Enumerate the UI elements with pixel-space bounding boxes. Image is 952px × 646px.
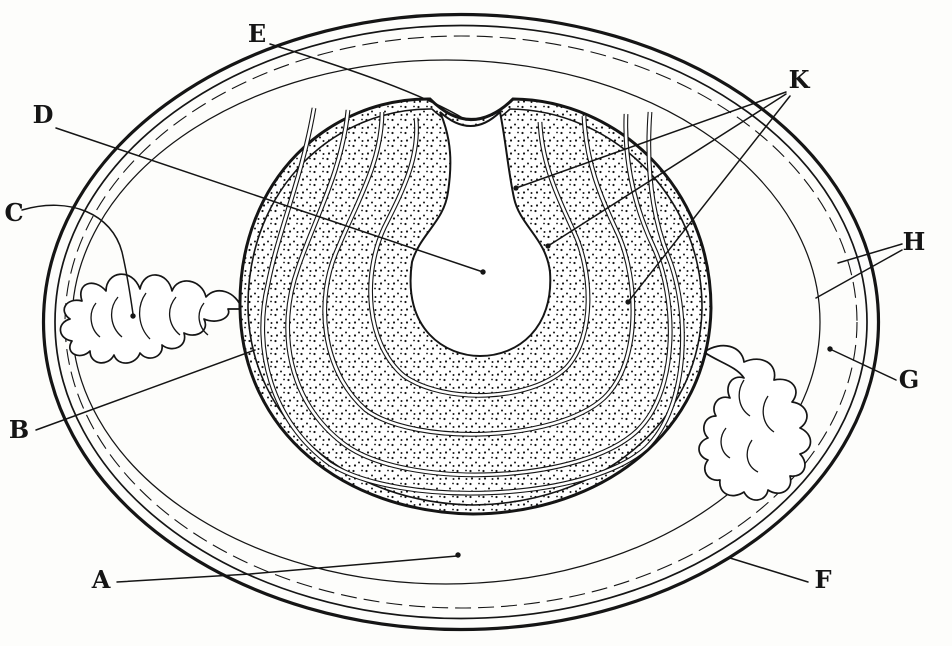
label-A: A [91,565,111,594]
chalaza-left-body [59,273,243,364]
label-H: H [903,227,926,256]
label-B: B [9,415,29,444]
chalaza-right-body [698,344,812,501]
leader-K1 [515,91,787,189]
leader-K3 [627,95,791,303]
leader-H1 [837,243,903,264]
chalaza-left [59,273,243,364]
label-G: G [899,365,920,394]
label-K: K [789,65,811,94]
chalaza-left-twists [90,292,209,340]
pointer-dot-D [480,269,486,275]
pointer-dot-C [130,313,136,319]
leader-F [729,557,809,583]
leader-D [55,127,484,273]
leader-E [269,43,467,121]
leader-B [35,349,256,431]
egg-shell [41,12,881,632]
pointer-dot-A [455,552,461,558]
vitelline-membrane-inner [247,108,703,506]
leader-H2 [815,249,903,299]
chalaza-right [698,344,812,501]
latebra [409,110,552,358]
chalaza-right-twists [720,379,775,473]
leader-lines [21,43,903,583]
label-D: D [33,100,54,129]
outer-shell-membrane-line [64,35,858,609]
labels: E K D C H G B A F [4,19,925,594]
label-E: E [248,19,266,48]
leader-C [21,204,134,315]
shell-outer-line [41,12,881,632]
pointer-dot-K1 [513,185,519,191]
leader-G [831,349,897,381]
pointer-dot-K3 [625,299,631,305]
leader-A [116,555,458,583]
pointer-dot-G [827,346,833,352]
label-F: F [814,565,831,594]
pointer-dot-K2 [545,243,551,249]
shell-inner-line [54,24,868,620]
label-C: C [4,198,23,227]
leader-K2 [547,93,787,247]
yolk [238,97,713,516]
